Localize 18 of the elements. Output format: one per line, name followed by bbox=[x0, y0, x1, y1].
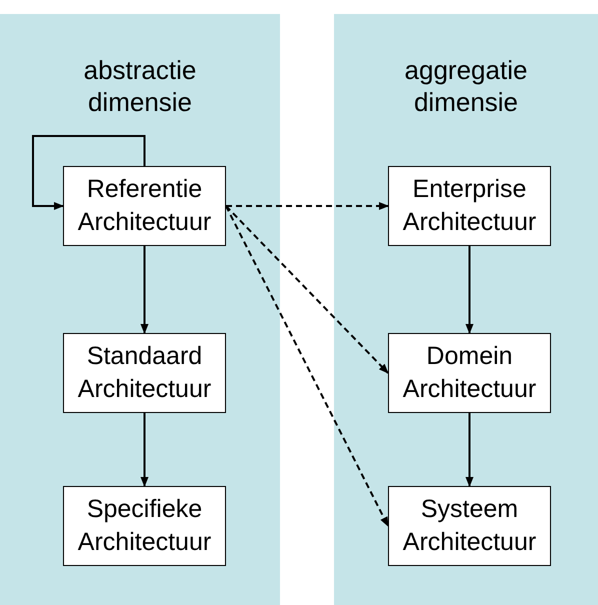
panel-title: abstractie dimensie bbox=[82, 54, 198, 118]
arrow bbox=[140, 246, 148, 334]
dimension-panel bbox=[0, 14, 280, 605]
architecture-box: Standaard Architectuur bbox=[63, 333, 226, 413]
arrow bbox=[225, 205, 389, 374]
panel-title: aggregatie dimensie bbox=[404, 54, 528, 118]
arrow bbox=[466, 413, 474, 487]
dimension-panel bbox=[334, 14, 598, 605]
arrow bbox=[32, 135, 146, 210]
architecture-box: Systeem Architectuur bbox=[388, 486, 551, 566]
architecture-box: Enterprise Architectuur bbox=[388, 166, 551, 246]
arrow bbox=[466, 246, 474, 334]
arrow bbox=[225, 206, 389, 527]
architecture-box: Referentie Architectuur bbox=[63, 166, 226, 246]
architecture-box: Domein Architectuur bbox=[388, 333, 551, 413]
architecture-box: Specifieke Architectuur bbox=[63, 486, 226, 566]
arrow bbox=[226, 202, 389, 210]
arrow bbox=[140, 413, 148, 487]
